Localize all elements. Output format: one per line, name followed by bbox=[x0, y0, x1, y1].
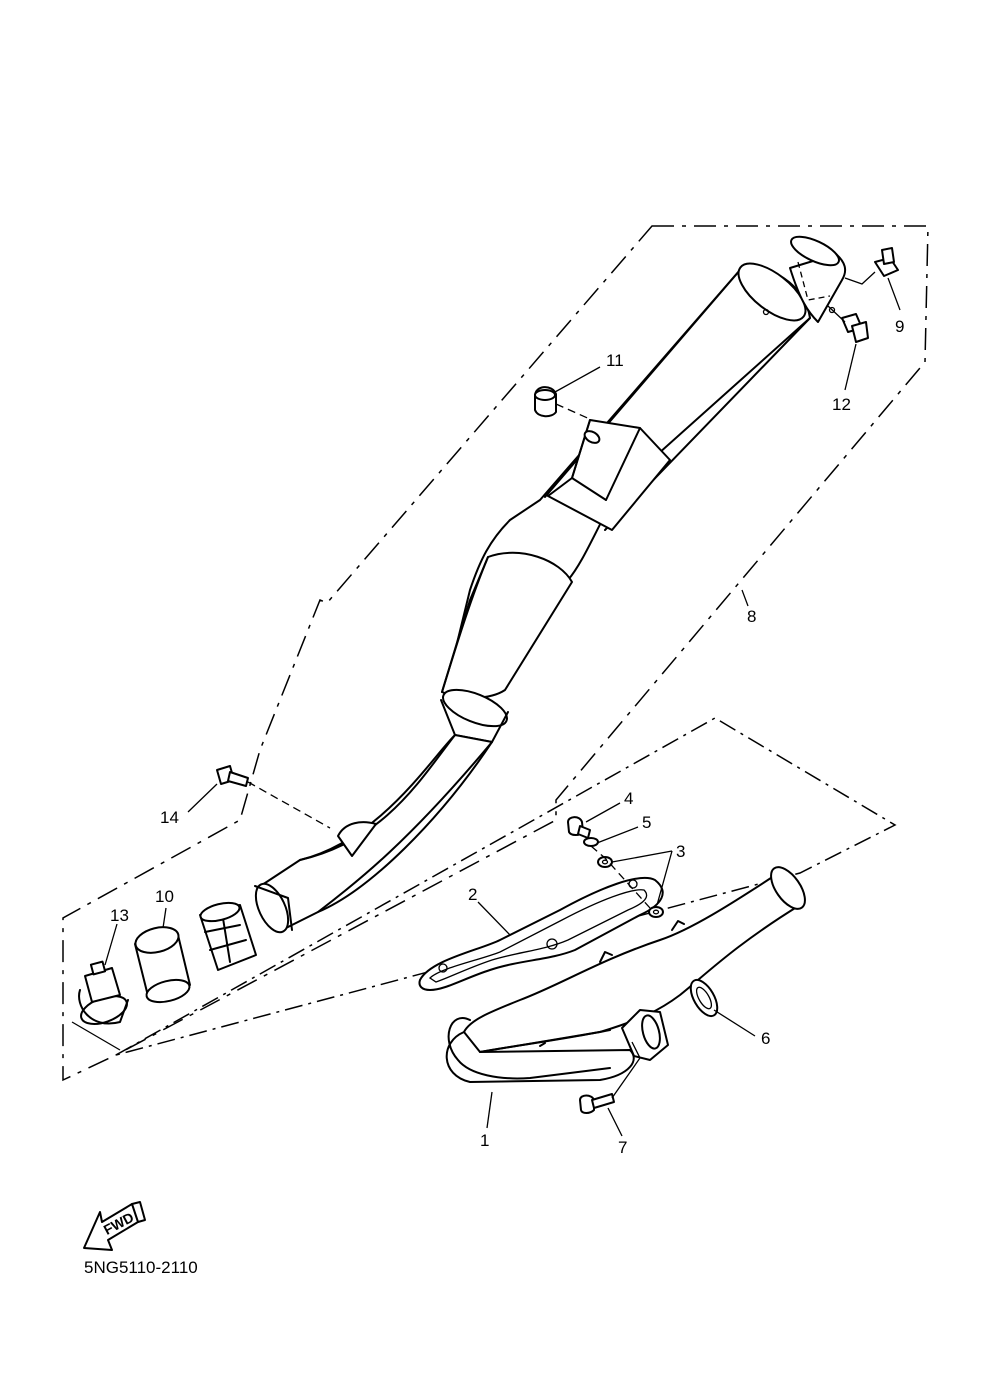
washers-connection bbox=[590, 845, 651, 909]
muffler-assembly-boundary bbox=[62, 225, 929, 1082]
callout-5: 5 bbox=[642, 813, 651, 832]
leader-11 bbox=[554, 366, 601, 393]
leader-1 bbox=[486, 1091, 493, 1129]
callout-3: 3 bbox=[676, 842, 685, 861]
callout-11: 11 bbox=[606, 351, 624, 370]
muffler[interactable] bbox=[249, 231, 847, 937]
leader-3a bbox=[611, 850, 673, 863]
callout-6: 6 bbox=[761, 1029, 770, 1048]
callout-1: 1 bbox=[480, 1131, 489, 1150]
damper-connection bbox=[555, 403, 593, 421]
leader-2 bbox=[477, 901, 511, 936]
gasket-sleeve[interactable] bbox=[133, 923, 192, 1006]
leader-13 bbox=[104, 923, 118, 966]
bolt-14-connection bbox=[247, 781, 331, 829]
muffler-inlet-collar[interactable] bbox=[199, 899, 257, 971]
leader-4 bbox=[585, 802, 621, 823]
leader-14 bbox=[187, 783, 218, 813]
bolt-14[interactable] bbox=[216, 765, 249, 787]
leader-6 bbox=[713, 1009, 756, 1037]
callout-12: 12 bbox=[832, 395, 851, 414]
leader-12 bbox=[844, 343, 857, 391]
callout-2: 2 bbox=[468, 885, 477, 904]
callout-9: 9 bbox=[895, 317, 904, 336]
callout-10: 10 bbox=[155, 887, 174, 906]
clamp-connection bbox=[71, 1021, 121, 1051]
exhaust-clamp[interactable] bbox=[77, 960, 130, 1030]
leader-8 bbox=[741, 589, 749, 607]
leader-9 bbox=[887, 277, 901, 311]
pipe-assembly-boundary bbox=[115, 717, 897, 1056]
bolt-7-connection bbox=[611, 1041, 641, 1099]
washer-5[interactable] bbox=[583, 837, 599, 847]
bolt-7[interactable] bbox=[579, 1093, 615, 1114]
leader-10 bbox=[162, 907, 167, 929]
callout-7: 7 bbox=[618, 1138, 627, 1157]
bolt-9-connection bbox=[844, 271, 876, 285]
leader-3b bbox=[656, 850, 673, 906]
bolt-12-connection bbox=[827, 305, 846, 323]
forward-arrow-icon: FWD bbox=[83, 1201, 146, 1251]
exhaust-gasket[interactable] bbox=[685, 976, 722, 1021]
callout-14: 14 bbox=[160, 808, 179, 827]
callout-13: 13 bbox=[110, 906, 129, 925]
washer-3b[interactable] bbox=[648, 906, 664, 918]
exhaust-protector[interactable] bbox=[418, 876, 664, 991]
callout-8: 8 bbox=[747, 607, 756, 626]
exhaust-flange[interactable] bbox=[621, 1009, 669, 1061]
leader-7 bbox=[607, 1107, 623, 1137]
bolt-4[interactable] bbox=[567, 816, 591, 839]
leader-5 bbox=[596, 826, 639, 844]
callout-4: 4 bbox=[624, 789, 633, 808]
bolt-12[interactable] bbox=[841, 313, 869, 343]
damper-11[interactable] bbox=[534, 386, 557, 418]
catalog-code: 5NG5110-2110 bbox=[84, 1258, 198, 1277]
bolt-9[interactable] bbox=[874, 247, 899, 277]
